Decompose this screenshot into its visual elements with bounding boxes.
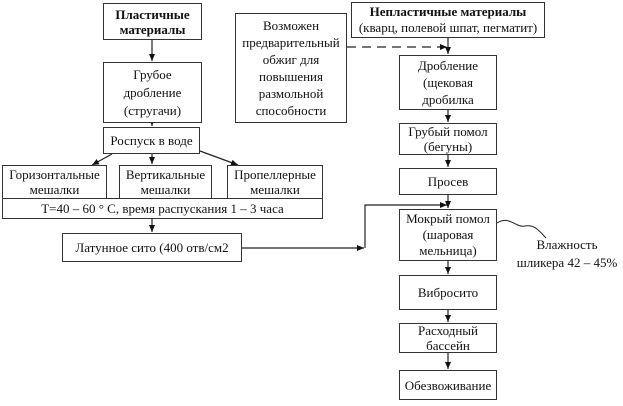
storage-pool-box: Расходный бассейн [399, 323, 497, 353]
wet-grinding-line2: (шаровая [422, 227, 474, 242]
crushing-line1: Дробление [417, 58, 479, 73]
mixer-propeller-line1: Пропеллерные [234, 167, 316, 182]
humidity-callout-line [496, 219, 547, 239]
coarse-grinding-box: Грубый помол (бегуны) [399, 123, 497, 155]
mixer-propeller-line2: мешалки [250, 182, 300, 197]
nonplastic-materials-line1: Непластичные материалы [369, 4, 527, 19]
coarse-grinding-line2: (бегуны) [423, 139, 473, 154]
wet-grinding-line3: мельница) [419, 243, 477, 258]
plastic-materials-box: Пластичные материалы [103, 3, 202, 40]
conditions-label: T=40 – 60 ° C, время распускания 1 – 3 ч… [41, 201, 284, 216]
crushing-line3: дробилка [422, 92, 474, 107]
wet-grinding-line1: Мокрый помол [406, 211, 490, 226]
plastic-materials-line2: материалы [119, 21, 186, 37]
soaking-label: Роспуск в воде [110, 133, 193, 148]
mixer-horizontal-line2: мешалки [29, 182, 80, 197]
firing-line2: предварительный [242, 35, 340, 50]
humidity-note: Влажность шликера 42 – 45% [512, 236, 622, 272]
sifting-box: Просев [399, 168, 497, 195]
firing-line5: размольной [258, 86, 324, 101]
connector-sieve-up [364, 202, 447, 248]
soaking-box: Роспуск в воде [103, 127, 200, 154]
firing-line1: Возможен [262, 18, 320, 33]
conditions-box: T=40 – 60 ° C, время распускания 1 – 3 ч… [2, 198, 323, 219]
preliminary-firing-box: Возможен предварительный обжиг для повыш… [235, 13, 347, 123]
dewatering-box: Обезвоживание [399, 370, 497, 400]
brass-sieve-label: Латунное сито (400 отв/см2 [75, 240, 229, 255]
coarse-crushing-box: Грубое дробление (стругачи) [103, 62, 202, 123]
arrow-soaking-to-horizontal [91, 153, 113, 166]
sifting-label: Просев [427, 174, 469, 189]
firing-line6: способности [255, 103, 327, 118]
wet-grinding-box: Мокрый помол (шаровая мельница) [399, 209, 497, 261]
coarse-crushing-line1: Грубое [133, 66, 172, 82]
firing-line3: обжиг для [262, 52, 320, 67]
coarse-crushing-line2: дробление [123, 84, 182, 100]
humidity-note-line1: Влажность [536, 237, 598, 252]
vibrating-sieve-label: Вибросито [417, 285, 479, 300]
mixer-vertical-line2: мешалки [140, 182, 191, 197]
storage-pool-line1: Расходный [418, 323, 478, 338]
mixer-vertical-line1: Вертикальные [125, 167, 206, 182]
vibrating-sieve-box: Вибросито [399, 275, 497, 310]
mixer-horizontal-line1: Горизонтальные [9, 167, 100, 182]
plastic-materials-line1: Пластичные [115, 6, 190, 22]
nonplastic-materials-line2: (кварц, полевой шпат, пегматит) [358, 20, 538, 35]
crushing-box: Дробление (щековая дробилка [399, 55, 497, 110]
brass-sieve-box: Латунное сито (400 отв/см2 [62, 233, 242, 262]
crushing-line2: (щековая [423, 75, 473, 90]
nonplastic-materials-box: Непластичные материалы (кварц, полевой ш… [351, 2, 545, 38]
mixer-vertical-box: Вертикальные мешалки [119, 165, 212, 199]
mixer-propeller-box: Пропеллерные мешалки [227, 165, 323, 199]
coarse-grinding-line1: Грубый помол [408, 124, 488, 139]
humidity-note-line2: шликера 42 – 45% [516, 255, 618, 270]
dewatering-label: Обезвоживание [404, 377, 492, 393]
arrow-soaking-to-propeller [199, 150, 239, 166]
storage-pool-line2: бассейн [426, 338, 470, 353]
firing-line4: повышения [258, 69, 323, 84]
mixer-horizontal-box: Горизонтальные мешалки [2, 165, 107, 199]
coarse-crushing-line3: (стругачи) [123, 102, 182, 118]
